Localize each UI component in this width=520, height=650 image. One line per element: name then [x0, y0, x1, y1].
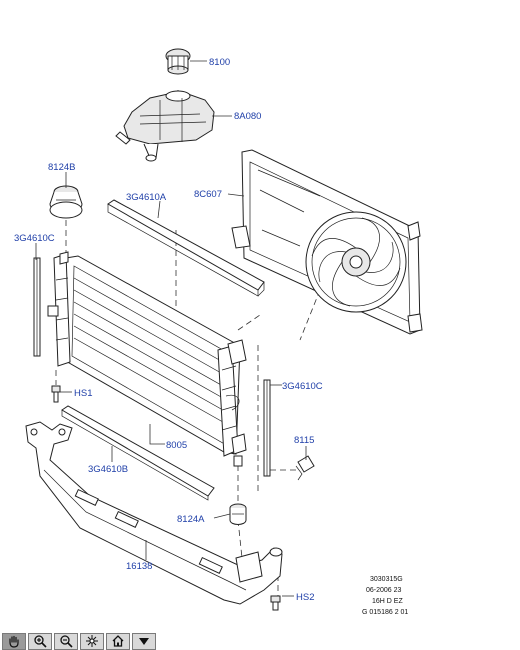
- label-8100: 8100: [209, 57, 230, 68]
- ref-line-1: 3030315G: [370, 576, 403, 583]
- leader-lines: [35, 60, 307, 597]
- upper-seal-strip: [107, 199, 265, 297]
- label-hs2: HS2: [296, 592, 314, 603]
- upper-radiator-mount: [49, 185, 83, 219]
- cooling-system-exploded-diagram: 8100 8A080 8124B 3G4610A 8C607 3G4610C H…: [14, 48, 423, 616]
- home-button[interactable]: [106, 632, 130, 650]
- left-side-seal-strip: [33, 257, 41, 357]
- lower-support-crossmember: [25, 421, 283, 605]
- label-8124b: 8124B: [48, 162, 75, 173]
- label-8124a: 8124A: [177, 514, 205, 525]
- part-labels: 8100 8A080 8124B 3G4610A 8C607 3G4610C H…: [14, 57, 323, 603]
- label-3g4610a: 3G4610A: [126, 192, 167, 203]
- lower-seal-strip: [61, 405, 215, 501]
- menu-dropdown-icon: [139, 638, 149, 645]
- radiator: [47, 251, 247, 467]
- viewer-toolbar: [0, 632, 520, 650]
- reservoir-cap: [165, 48, 191, 75]
- pan-tool-button[interactable]: [2, 632, 26, 650]
- ref-line-3: 16H D EZ: [372, 598, 403, 605]
- coolant-reservoir: [115, 90, 215, 162]
- ref-line-2: 06-2006 23: [366, 587, 402, 594]
- screw-hs1: [51, 385, 61, 403]
- pan-hand-icon: [9, 635, 19, 648]
- fit-view-icon: [86, 635, 98, 647]
- label-3g4610c-right: 3G4610C: [282, 381, 323, 392]
- fit-view-button[interactable]: [80, 632, 104, 650]
- screw-hs2: [270, 595, 281, 611]
- fan-shroud-assembly: [231, 149, 423, 335]
- menu-dropdown-button[interactable]: [132, 632, 156, 650]
- label-8115: 8115: [294, 435, 314, 446]
- zoom-out-icon: [60, 635, 73, 648]
- label-8c607: 8C607: [194, 189, 222, 200]
- label-hs1: HS1: [74, 388, 92, 399]
- zoom-out-button[interactable]: [54, 632, 78, 650]
- ref-line-4: G 015186 2 01: [362, 609, 408, 616]
- zoom-in-button[interactable]: [28, 632, 52, 650]
- label-8a080: 8A080: [234, 111, 261, 122]
- drawing-reference-block: 3030315G 06-2006 23 16H D EZ G 015186 2 …: [362, 576, 408, 616]
- zoom-in-icon: [34, 635, 47, 648]
- label-3g4610b: 3G4610B: [88, 464, 128, 475]
- temperature-sensor: [295, 455, 315, 481]
- right-side-seal-strip: [263, 379, 271, 477]
- label-16138: 16138: [126, 561, 152, 572]
- label-3g4610c-left: 3G4610C: [14, 233, 55, 244]
- lower-radiator-mount: [229, 503, 247, 525]
- label-8005: 8005: [166, 440, 187, 451]
- home-icon: [112, 635, 124, 647]
